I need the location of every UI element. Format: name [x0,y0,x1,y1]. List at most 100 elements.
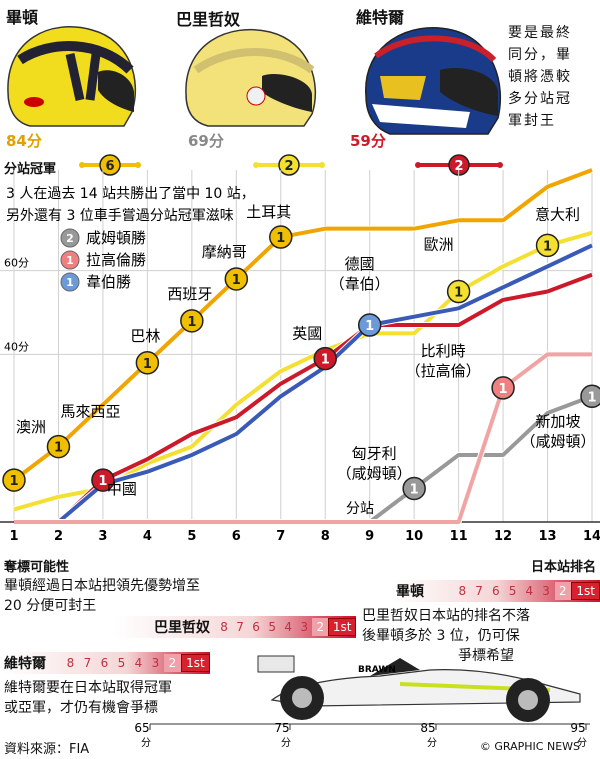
credit: © GRAPHIC NEWS [479,740,580,753]
helmet-icon-vettel [365,27,502,135]
win-marker-number: 1 [54,441,63,456]
win-marker [135,351,160,375]
scenario-barrichello-text: 巴里哲奴日本站的排名不落 後畢頓多於 3 位，仍可保 爭標希望 [362,608,530,664]
points-vettel: 59分 [350,132,386,150]
win-label: 歐洲 [424,236,454,254]
win-label: 巴林 [130,327,160,345]
win-marker-number: 1 [499,382,508,397]
legend-label: 拉高倫勝 [86,251,146,269]
win-marker [269,225,293,249]
axis-value: 85 [420,722,435,735]
rank-cell: 4 [284,620,293,634]
win-marker-number: 1 [543,239,552,254]
helmets-graphic [7,26,502,135]
rank-cell: 3 [300,620,309,634]
wins-count: 2 [454,159,463,174]
win-label: 西班牙 [167,285,212,303]
x-tick-label: 11 [450,529,468,544]
win-label: 匈牙利 [352,444,397,462]
win-label: （拉高倫） [406,362,481,380]
wins-label: 分站冠軍 [4,162,57,177]
win-marker-number: 1 [232,273,241,288]
svg-text:2: 2 [66,232,74,245]
win-label: 意大利 [535,205,580,223]
win-marker [313,346,337,371]
win-label: 馬來西亞 [60,403,120,421]
win-marker [402,476,426,501]
chart-title-line2: 另外還有 3 位車手嘗過分站冠軍滋味 [6,207,234,224]
win-marker [491,376,515,400]
rank-cell: 6 [100,656,109,670]
win-marker-number: 1 [9,474,18,489]
win-marker [2,468,26,492]
rank-cell: 5 [508,584,517,598]
rank-cell: 2 [312,618,329,636]
x-tick-label: 6 [232,529,241,544]
win-marker-number: 1 [187,315,196,330]
helmet-icon-button [7,26,136,127]
wins-count-marker [99,154,121,176]
win-marker-number: 1 [365,319,374,334]
win-marker [446,279,471,304]
y-tick-label: 60分 [4,257,29,270]
win-label: 澳洲 [16,418,46,436]
win-marker-number: 1 [454,286,463,301]
win-marker-number: 1 [276,231,285,246]
win-marker-number: 1 [410,482,419,497]
win-marker-number: 1 [98,474,107,489]
x-tick-label: 3 [98,529,107,544]
driver-name-barrichello: 巴里哲奴 [176,10,241,29]
rank-cell: 3 [151,656,160,670]
win-label: 新加坡 [535,412,580,430]
driver-name-button: 畢頓 [6,8,39,27]
axis-unit: 分 [427,737,437,749]
rank-cell: 8 [220,620,228,634]
win-marker-number: 1 [587,390,596,405]
rank-cell: 3 [542,584,550,598]
rank-cell: 7 [236,620,244,634]
rank-cell: 2 [163,654,181,672]
rank-cell: 1st [180,654,211,672]
rank-cell: 4 [525,584,534,598]
win-marker [357,313,382,337]
x-tick-label: 5 [187,529,196,544]
svg-text:1: 1 [66,254,74,267]
legend-label: 韋伯勝 [86,273,131,291]
helmet-icon-barrichello [185,28,316,127]
rank-cell: 8 [458,584,467,598]
x-tick-label: 7 [276,529,285,544]
legend-label: 咸姆頓勝 [86,229,146,247]
win-marker [91,468,115,492]
win-label: 土耳其 [246,203,291,221]
series-line-畢頓 [12,168,593,482]
x-tick-label: 14 [583,529,600,544]
win-marker [46,434,71,459]
source: 資料來源：FIA [4,742,90,757]
rank-cell: 6 [492,584,500,598]
rank-cell: 7 [83,656,92,670]
rank-cell: 1st [571,582,600,600]
rank-cell: 7 [475,584,483,598]
wins-count: 2 [284,159,293,174]
tie-note: 要是最終 同分，畢 頓將憑較 多分站冠 軍封王 [508,25,572,129]
rank-cell: 1st [328,618,356,636]
scenario-vettel-text: 維特爾要在日本站取得冠軍 或亞軍，才仍有機會爭標 [4,680,172,716]
japan-rank-title: 日本站排名 [530,560,596,575]
win-marker [580,384,600,409]
x-tick-label: 12 [494,529,512,544]
win-marker [224,267,249,291]
x-tick-label: 4 [143,529,152,544]
possibility-title: 奪標可能性 [4,560,70,575]
car-sponsor: BRAWN [358,665,396,675]
x-tick-label: 9 [365,529,374,544]
rank-cell: 6 [252,620,260,634]
win-marker [535,233,560,258]
win-labels: 澳洲馬來西亞中國巴林西班牙摩納哥土耳其英國德國（韋伯）匈牙利（咸姆頓）歐洲比利時… [16,203,596,498]
